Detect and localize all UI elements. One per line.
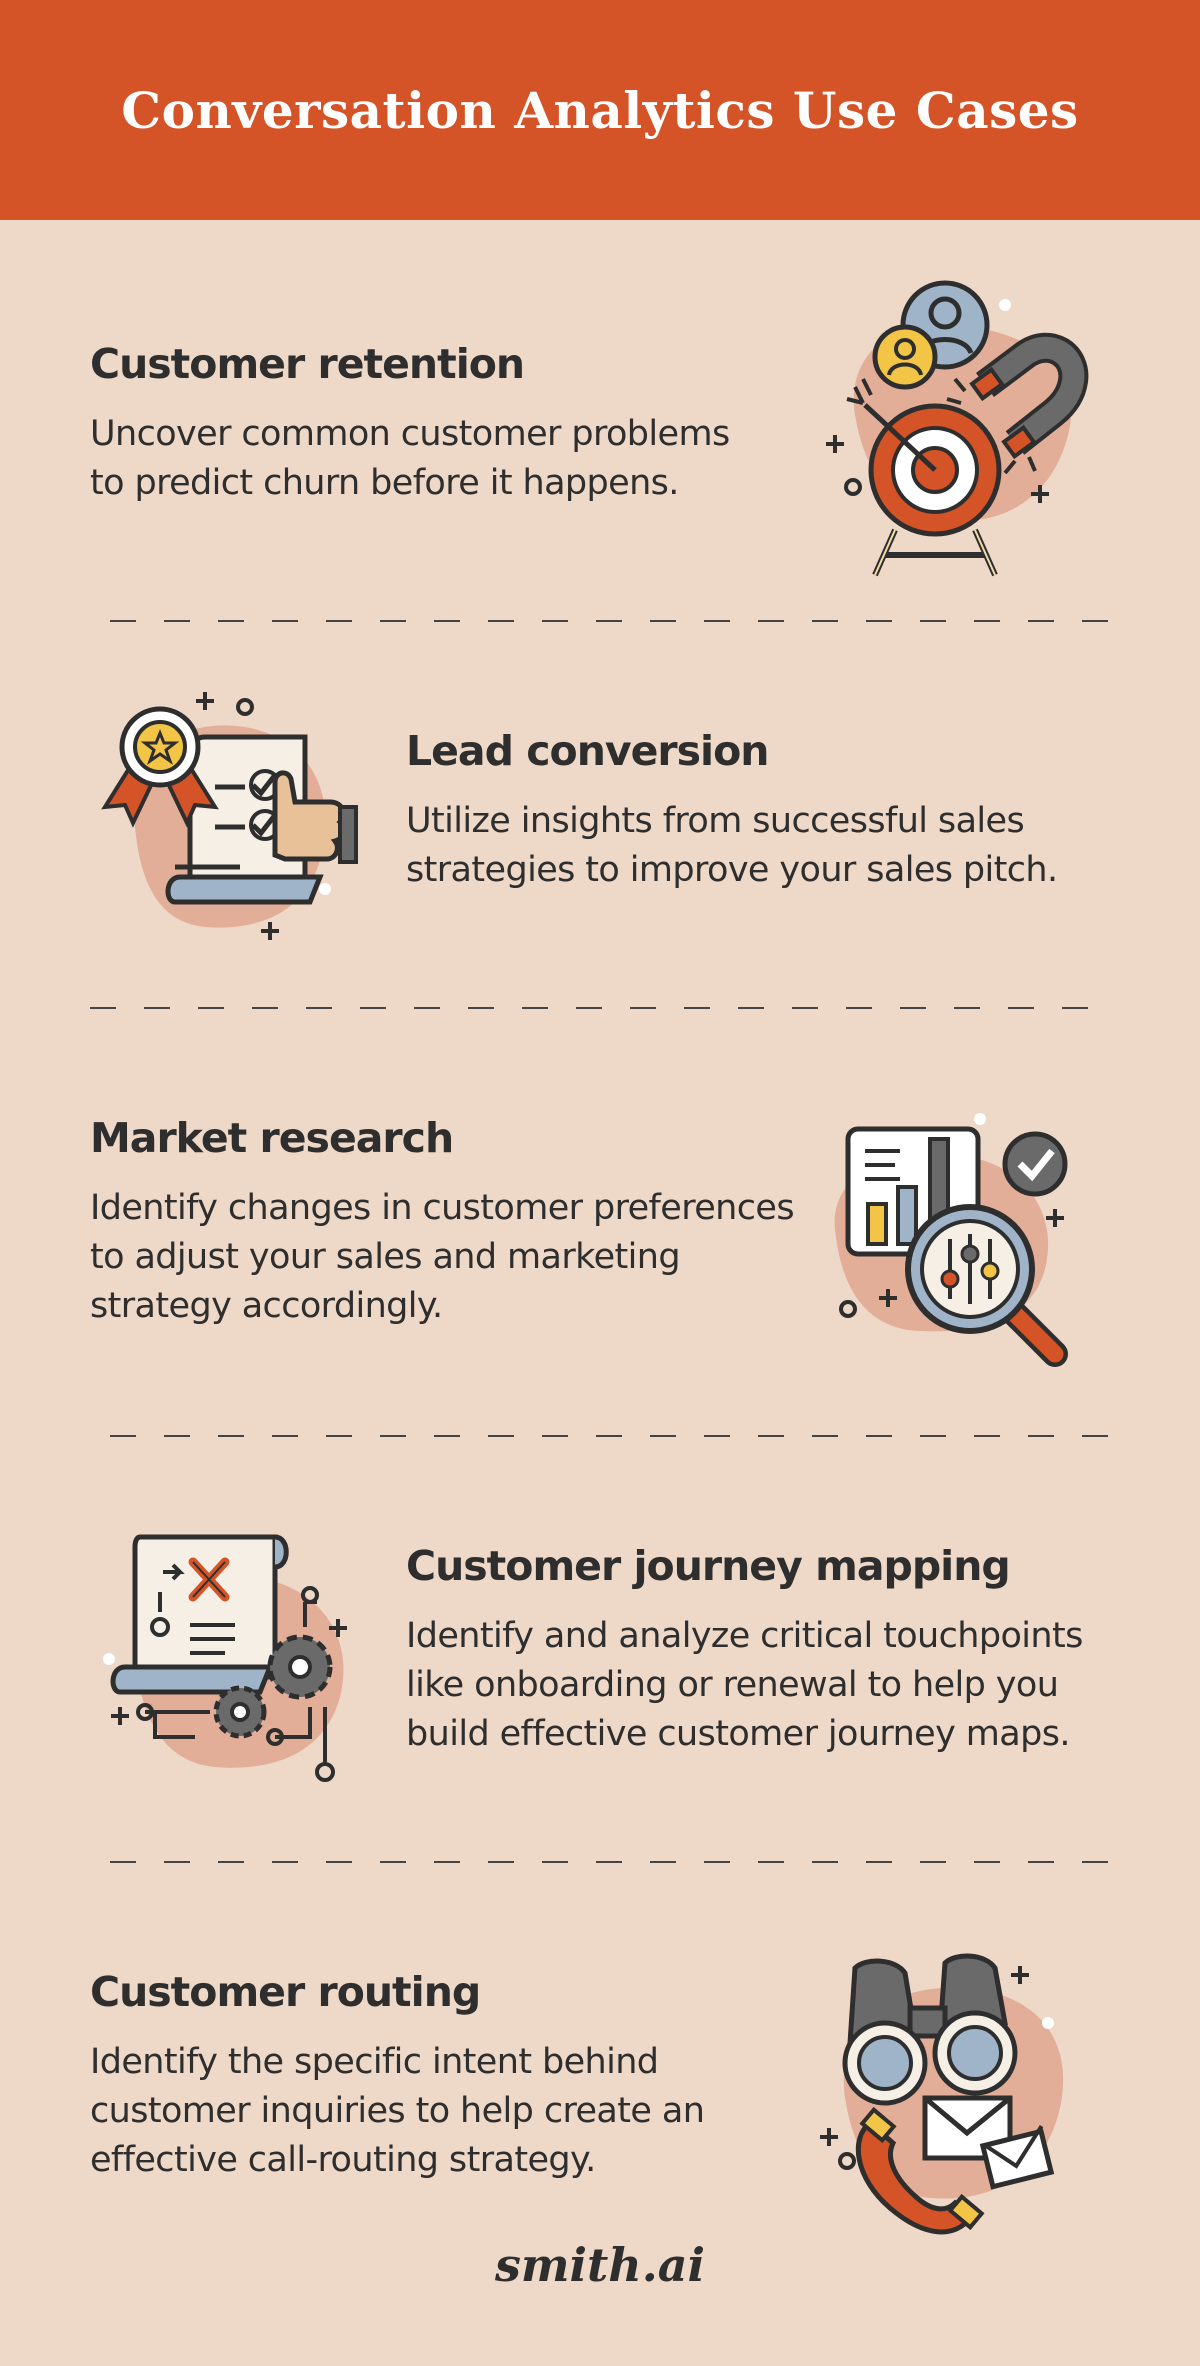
check-badge-icon <box>1002 1131 1068 1197</box>
checklist-icon <box>101 692 358 940</box>
section-title: Customer journey mapping <box>406 1542 1011 1590</box>
smith-ai-logo: smith.ai <box>494 2238 706 2292</box>
magnet-icon <box>946 332 1089 475</box>
header-banner: Conversation Analytics Use Cases <box>0 0 1200 220</box>
section-text: Customer retention Uncover common custom… <box>90 340 730 508</box>
section-title: Lead conversion <box>406 727 769 775</box>
section-lead-conversion: Lead conversion Utilize insights from su… <box>0 622 1200 1007</box>
page-title: Conversation Analytics Use Cases <box>121 80 1079 140</box>
section-customer-journey-mapping: Customer journey mapping Identify and an… <box>0 1437 1200 1861</box>
section-customer-retention: Customer retention Uncover common custom… <box>0 220 1200 620</box>
section-text: Market research Identify changes in cust… <box>90 1114 795 1331</box>
section-title: Customer routing <box>90 1968 481 2016</box>
binoculars-icon <box>820 1953 1064 2235</box>
target-icon <box>826 280 1089 577</box>
section-body: Identify changes in customer preferences… <box>90 1188 795 1326</box>
section-body: Identify the specific intent behind cust… <box>90 2042 705 2180</box>
bar-chart-icon <box>834 1113 1068 1367</box>
award-ribbon-icon <box>101 706 219 828</box>
magnifier-icon <box>905 1204 1068 1367</box>
gears-icon <box>213 1634 333 1739</box>
section-body: Identify and analyze critical touchpoint… <box>406 1616 1083 1754</box>
section-body: Uncover common customer problems to pred… <box>90 414 730 503</box>
section-divider <box>110 1861 1110 1863</box>
thumbs-up-icon <box>272 770 358 864</box>
section-divider <box>90 1007 1110 1009</box>
section-customer-routing: Customer routing Identify the specific i… <box>0 1863 1200 2235</box>
envelope-icon <box>922 2095 1055 2190</box>
section-text: Customer routing Identify the specific i… <box>90 1968 705 2185</box>
section-body: Utilize insights from successful sales s… <box>406 801 1058 890</box>
phone-icon <box>855 2106 985 2235</box>
section-market-research: Market research Identify changes in cust… <box>0 1009 1200 1435</box>
map-scroll-icon <box>103 1534 347 1782</box>
section-title: Customer retention <box>90 340 525 388</box>
section-text: Customer journey mapping Identify and an… <box>406 1542 1083 1759</box>
section-divider <box>110 1435 1110 1437</box>
section-title: Market research <box>90 1114 454 1162</box>
section-divider <box>110 620 1110 622</box>
section-text: Lead conversion Utilize insights from su… <box>406 727 1058 895</box>
